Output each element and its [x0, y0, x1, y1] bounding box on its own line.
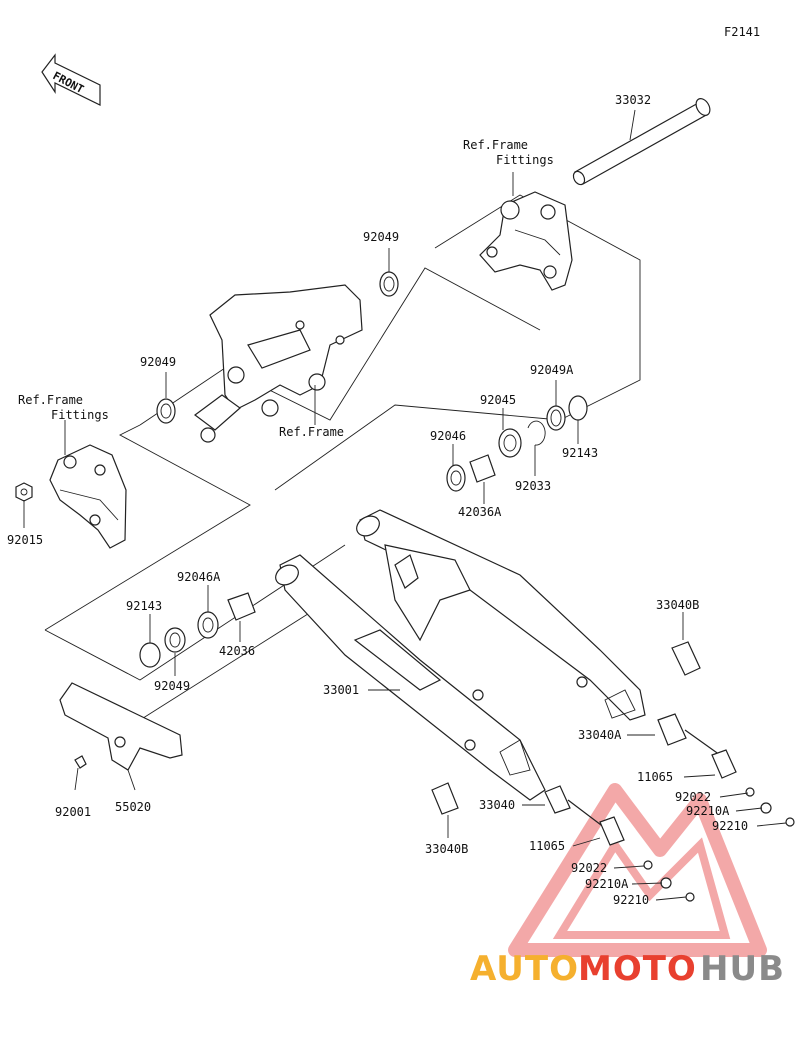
label-92046A: 92046A [177, 570, 221, 584]
pivot-components-upper [446, 395, 588, 492]
adjuster-33040A [657, 713, 687, 746]
label-92001: 92001 [55, 805, 91, 819]
leader-lines [23, 109, 787, 901]
label-92049A: 92049A [530, 363, 574, 377]
collar-92143-right [568, 395, 588, 421]
watermark-hub: HUB [700, 949, 785, 989]
label-92049-top: 92049 [363, 230, 399, 244]
block-33040B-low [431, 782, 459, 815]
label-ref-frame-fittings-left-2: Fittings [51, 408, 109, 422]
label-92143-left: 92143 [126, 599, 162, 613]
label-33040B-low: 33040B [425, 842, 468, 856]
pivot-components-lower [139, 592, 256, 668]
label-ref-frame-fittings-left-1: Ref.Frame [18, 393, 83, 407]
frame-section [193, 284, 363, 443]
part-labels: 33032 Ref.Frame Fittings 92049 92049 Ref… [7, 93, 748, 907]
chain-guide [59, 682, 183, 771]
sleeve-42036A [469, 454, 496, 483]
swingarm-pivot-shaft [572, 98, 711, 186]
label-55020: 55020 [115, 800, 151, 814]
chain-adjusters [431, 641, 795, 902]
label-92049-low: 92049 [154, 679, 190, 693]
label-92045: 92045 [480, 393, 516, 407]
guide-lines [44, 194, 641, 721]
label-92143-right: 92143 [562, 446, 598, 460]
seal-92049-mid [156, 398, 176, 424]
label-33040A: 33040A [578, 728, 622, 742]
label-92033: 92033 [515, 479, 551, 493]
nut-92015 [15, 482, 33, 502]
label-11065-low: 11065 [529, 839, 565, 853]
bracket-11065-right [711, 749, 737, 779]
watermark-moto: MOTO [578, 949, 697, 989]
label-92210A-right: 92210A [686, 804, 730, 818]
adjuster-33040 [544, 785, 571, 814]
label-92210A-low: 92210A [585, 877, 629, 891]
label-92022-low: 92022 [571, 861, 607, 875]
label-33001: 33001 [323, 683, 359, 697]
label-33040B-right: 33040B [656, 598, 699, 612]
label-ref-frame-fittings-top-1: Ref.Frame [463, 138, 528, 152]
automotohub-logo [508, 783, 767, 957]
bolt-92001 [74, 755, 87, 769]
figure-code: F2141 [724, 25, 760, 39]
sleeve-42036 [227, 592, 256, 621]
label-42036: 42036 [219, 644, 255, 658]
frame-fitting-left [49, 444, 127, 549]
seal-92049-top [379, 271, 399, 297]
seal-92049-low [164, 627, 186, 653]
label-33032: 33032 [615, 93, 651, 107]
bracket-11065-low [599, 816, 625, 846]
bearing-92046 [446, 464, 466, 492]
bearing-92046A [197, 611, 219, 639]
label-92015: 92015 [7, 533, 43, 547]
label-92022-right: 92022 [675, 790, 711, 804]
label-33040: 33040 [479, 798, 515, 812]
label-ref-frame: Ref.Frame [279, 425, 344, 439]
collar-92143-left [139, 642, 161, 668]
bearing-92045 [498, 428, 522, 458]
logo-triangle [508, 783, 767, 957]
swingarm [275, 509, 646, 801]
block-33040B-right [671, 641, 701, 676]
label-92210-low: 92210 [613, 893, 649, 907]
label-92046: 92046 [430, 429, 466, 443]
label-11065-right: 11065 [637, 770, 673, 784]
frame-fitting-right [479, 191, 573, 291]
label-ref-frame-fittings-top-2: Fittings [496, 153, 554, 167]
watermark-auto: AUTO [470, 949, 579, 989]
label-42036A: 42036A [458, 505, 502, 519]
label-92049-mid: 92049 [140, 355, 176, 369]
circlip-92033 [527, 420, 546, 446]
label-92210-right: 92210 [712, 819, 748, 833]
front-arrow-icon: FRONT [41, 53, 101, 106]
